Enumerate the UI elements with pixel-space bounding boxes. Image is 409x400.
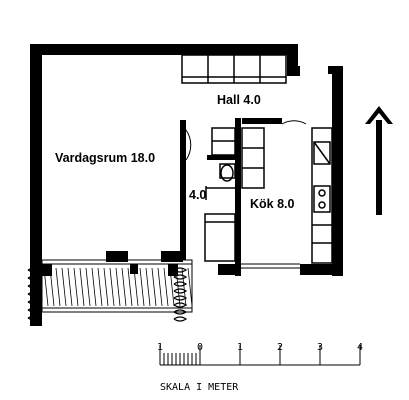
balcony-hatch-line — [103, 267, 109, 307]
balcony-hatch-line — [121, 267, 127, 307]
railing-curl — [173, 288, 188, 294]
railing-curl — [173, 281, 188, 287]
up-arrow-icon — [365, 106, 393, 215]
balcony-hatch-line — [73, 267, 79, 307]
balcony-post — [42, 264, 52, 276]
exterior-walls — [30, 44, 343, 326]
railing-curl — [27, 283, 39, 289]
railing-curl — [27, 299, 39, 305]
balcony-hatch-line — [187, 267, 193, 307]
room-label-bath: 4.0 — [189, 188, 206, 202]
scale-tick-label: 4 — [357, 342, 363, 353]
scale-tick-label: 1 — [157, 342, 163, 353]
balcony-post — [168, 264, 178, 276]
interior-walls — [180, 118, 282, 276]
scale-tick-label: 1 — [237, 342, 243, 353]
railing-curl — [173, 316, 188, 322]
scale-tick-label: 0 — [197, 342, 203, 353]
railing-curl — [27, 267, 39, 273]
balcony-post — [130, 264, 138, 274]
balcony-hatch-line — [133, 267, 139, 307]
balcony-hatch-line — [127, 267, 133, 307]
kitchen-fixtures — [311, 127, 333, 264]
railing-curl — [27, 307, 39, 313]
railing-curl — [27, 291, 39, 297]
balcony-hatch-line — [139, 267, 145, 307]
balcony-hatch-line — [97, 267, 103, 307]
room-label-living: Vardagsrum 18.0 — [55, 151, 155, 165]
balcony-hatch-line — [151, 267, 157, 307]
balcony-hatch-line — [91, 267, 97, 307]
room-label-hall: Hall 4.0 — [217, 93, 261, 107]
balcony-hatch-line — [145, 267, 151, 307]
balcony-hatch-line — [79, 267, 85, 307]
railing-curl — [173, 309, 188, 315]
wall-post — [292, 66, 300, 76]
wardrobe — [181, 54, 287, 84]
balcony-hatch-line — [181, 267, 187, 307]
railing-curl — [27, 315, 39, 321]
balcony-hatch-line — [67, 267, 73, 307]
balcony-hatch-line — [115, 267, 121, 307]
balcony-hatch-line — [163, 267, 169, 307]
hall-closet — [241, 127, 265, 189]
scale-tick-label: 2 — [277, 342, 283, 353]
doors — [185, 120, 307, 269]
bathroom-fixtures — [204, 127, 236, 262]
scale-bar — [159, 345, 361, 366]
scale-title: SKALA I METER — [160, 382, 239, 393]
railing-curl — [27, 275, 39, 281]
balcony — [41, 259, 193, 313]
railing-curl — [173, 295, 188, 301]
railing-curl — [173, 302, 188, 308]
balcony-hatch-line — [55, 267, 61, 307]
balcony-hatch-line — [109, 267, 115, 307]
room-label-kitchen: Kök 8.0 — [250, 197, 295, 211]
balcony-hatch-line — [61, 267, 67, 307]
balcony-hatch-line — [85, 267, 91, 307]
balcony-hatch-line — [157, 267, 163, 307]
wall-post — [328, 66, 336, 74]
scale-tick-label: 3 — [317, 342, 323, 353]
